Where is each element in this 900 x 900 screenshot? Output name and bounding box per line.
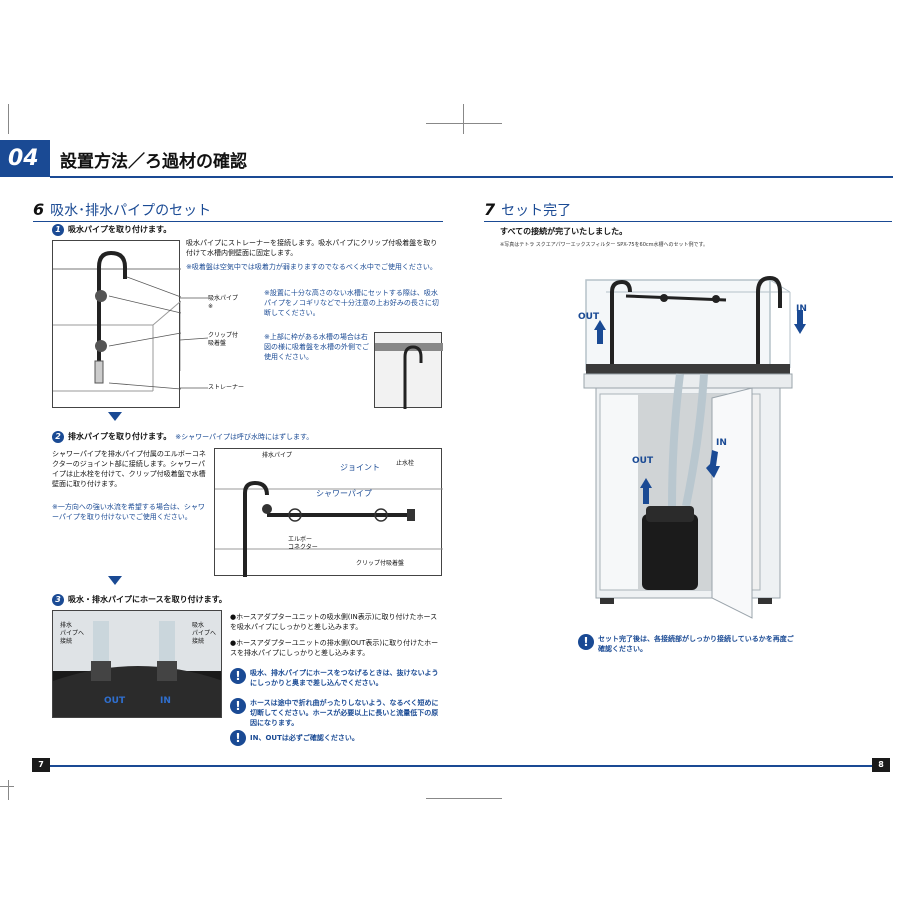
crop-mark-left-v	[8, 104, 9, 134]
label-strainer: ストレーナー	[208, 384, 245, 391]
chapter-title: 設置方法／ろ過材の確認	[60, 152, 247, 172]
crop-mark-left-v2	[8, 780, 9, 800]
label-joint: ジョイント	[340, 463, 380, 472]
step2-note: ※一方向への強い水流を希望する場合は、シャワーパイプを取り付けないでご使用くださ…	[52, 503, 205, 521]
tank-diagram-1	[53, 250, 182, 392]
step1-note3: ※上部に枠がある水槽の場合は右図の様に吸着盤を水槽の外側でご使用ください。	[264, 333, 369, 361]
label-shower-pipe: シャワーパイプ	[316, 489, 372, 498]
warning-icon: !	[578, 634, 594, 650]
chapter-number: 04	[8, 146, 39, 171]
step3-number: 3	[52, 594, 64, 606]
label-stopper: 止水栓	[396, 460, 415, 467]
photo-label-intake: 吸水 パイプへ 接続	[192, 622, 217, 645]
label-clip-sucker: クリップ付吸着盤	[356, 560, 405, 567]
step3-heading: 3 吸水・排水パイプにホースを取り付けます。	[52, 594, 227, 606]
step3-warning-1: ! 吸水、排水パイプにホースをつなげるときは、抜けないようにしっかりと奥まで差し…	[230, 668, 444, 688]
section7-caption: ※写真はテトラ スクエアパワーエックスフィルター SPX-75を60cm水槽への…	[500, 242, 709, 248]
step1-number: 1	[52, 224, 64, 236]
step1-inset-diagram	[374, 332, 443, 409]
step1-note: ※吸着盤は空気中では吸着力が弱まりますのでなるべく水中でご使用ください。	[186, 263, 437, 271]
crop-mark-top-v	[463, 104, 464, 134]
photo-label-out: OUT	[104, 696, 126, 706]
label-clip: クリップ付 吸着盤	[208, 332, 239, 347]
page-number-right: 8	[872, 758, 890, 772]
section7-number: 7	[484, 200, 496, 219]
section6-title: 吸水･排水パイプのセット	[50, 203, 212, 219]
section7-rule	[484, 221, 892, 222]
warning-icon: !	[230, 698, 246, 714]
tank-frame-diagram	[375, 343, 443, 409]
step1-diagram	[52, 240, 182, 408]
section6-heading: 6 吸水･排水パイプのセット	[33, 200, 211, 220]
step2-title: 排水パイプを取り付けます。	[68, 432, 172, 441]
step2-description: シャワーパイプを排水パイプ付属のエルボーコネクターのジョイント部に接続します。シ…	[52, 450, 206, 488]
label-out-top: OUT	[578, 312, 600, 322]
crop-mark-top	[426, 123, 502, 124]
step1-note2: ※設置に十分な高さのない水槽にセットする際は、吸水パイプをノコギリなどで十分注意…	[264, 289, 439, 317]
section6-number: 6	[33, 200, 45, 219]
down-arrow-1	[108, 412, 122, 421]
section6-rule	[33, 221, 443, 222]
photo-label-in: IN	[160, 696, 171, 706]
section7-subtitle: すべての接続が完了いたしました。	[500, 227, 628, 236]
step1-heading: 1 吸水パイプを取り付けます。	[52, 224, 171, 236]
step2-title-note: ※シャワーパイプは呼び水時にはずします。	[175, 433, 314, 441]
chapter-badge	[0, 140, 50, 177]
step1-leader-lines	[180, 297, 209, 389]
step3-bullet-1: ●ホースアダプターユニットの吸水側(IN表示)に取り付けたホースを吸水パイプにし…	[230, 613, 438, 631]
step1-title: 吸水パイプを取り付けます。	[68, 225, 172, 234]
step2-number: 2	[52, 431, 64, 443]
step3-bullet-2: ●ホースアダプターユニットの排水側(OUT表示)に取り付けたホースを排水パイプに…	[230, 639, 439, 657]
step2-diagram	[214, 448, 443, 577]
step3-title: 吸水・排水パイプにホースを取り付けます。	[68, 595, 227, 604]
crop-mark-left-h	[0, 786, 14, 787]
crop-mark-bottom	[426, 798, 502, 799]
aquarium-setup-photo	[583, 275, 806, 619]
step1-description: 吸水パイプにストレーナーを接続します。吸水パイプにクリップ付吸着盤を取り付けて水…	[186, 239, 438, 257]
down-arrow-2	[108, 576, 122, 585]
hose-adapter-photo	[53, 611, 221, 717]
label-in-mid: IN	[716, 438, 727, 448]
label-out-mid: OUT	[632, 456, 654, 466]
warning-icon: !	[230, 668, 246, 684]
chapter-rule	[50, 176, 893, 178]
page-number-left: 7	[32, 758, 50, 772]
label-outlet-pipe: 排水パイプ	[262, 452, 293, 459]
step3-photo	[52, 610, 222, 718]
warning-icon: !	[230, 730, 246, 746]
section7-warning: ! セット完了後は、各接続部がしっかり接続しているかを再度ご確認ください。	[578, 634, 798, 654]
section7-heading: 7 セット完了	[484, 200, 571, 220]
section7-title: セット完了	[501, 203, 572, 219]
step3-warning-3: ! IN、OUTは必ずご確認ください。	[230, 730, 444, 746]
label-in-top: IN	[796, 304, 807, 314]
step2-heading: 2 排水パイプを取り付けます。 ※シャワーパイプは呼び水時にはずします。	[52, 431, 313, 443]
label-intake-pipe: 吸水パイプ ※	[208, 295, 239, 310]
step3-warning-2: ! ホースは途中で折れ曲がったりしないよう、なるべく短めに切断してください。ホー…	[230, 698, 444, 728]
footer-rule	[50, 765, 872, 767]
shower-pipe-diagram	[215, 480, 443, 577]
label-elbow: エルボー コネクター	[288, 536, 318, 551]
photo-label-outlet: 排水 パイプへ 接続	[60, 622, 85, 645]
